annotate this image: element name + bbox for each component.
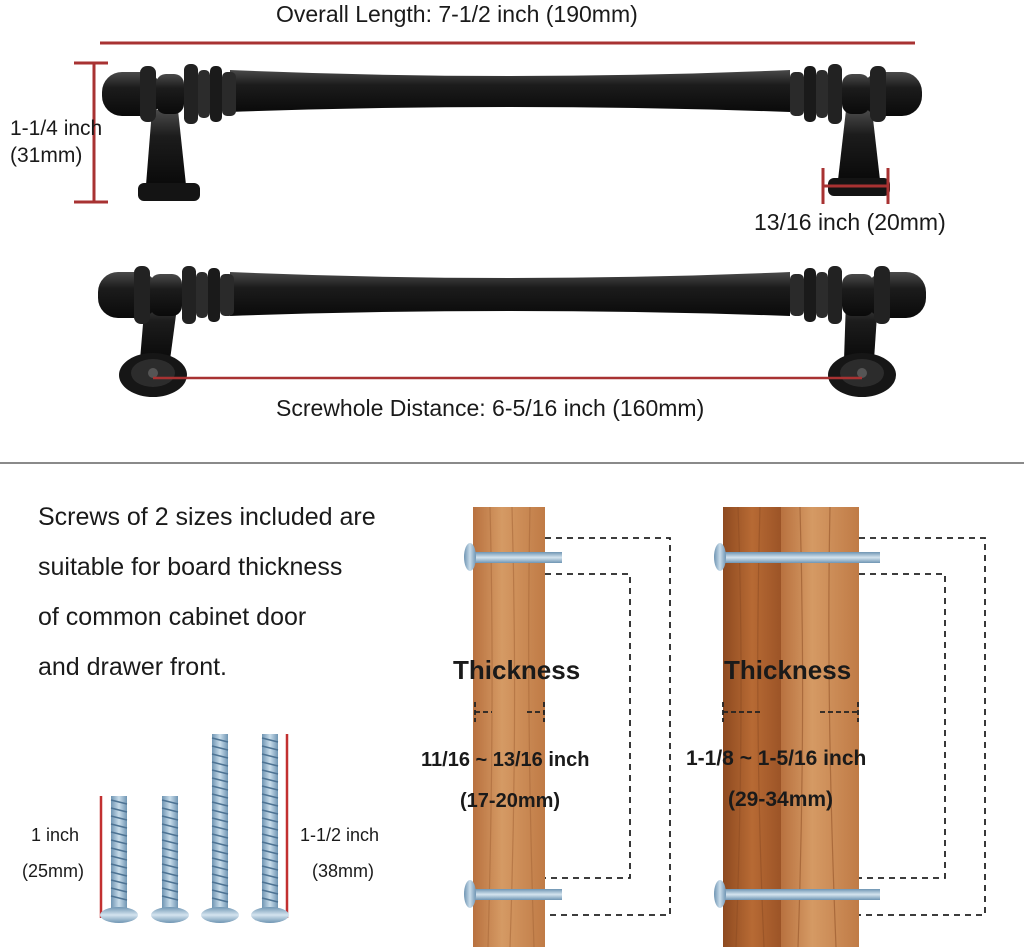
thick-board — [714, 506, 986, 948]
description-line3: of common cabinet door — [38, 603, 307, 631]
base-width-line — [821, 168, 890, 204]
height-label-line1: 1-1/4 inch — [10, 117, 103, 140]
short-screw-length-line2: (25mm) — [22, 861, 84, 881]
long-screw-length-line1: 1-1/2 inch — [300, 825, 380, 845]
screwhole-distance-label: Screwhole Distance: 6-5/16 inch (160mm) — [276, 395, 705, 421]
height-dimension-line — [74, 61, 108, 204]
height-label-line2: (31mm) — [10, 144, 83, 167]
short-screw-length-line1: 1 inch — [31, 825, 80, 845]
thick-board-range: 1-1/8 ~ 1-5/16 inch — [686, 747, 867, 770]
short-screw-1 — [100, 796, 138, 923]
screw-set — [99, 734, 289, 923]
short-screw-2 — [151, 796, 189, 923]
description-line4: and drawer front. — [38, 653, 227, 681]
description-line1: Screws of 2 sizes included are — [38, 503, 376, 531]
thin-board-thickness-label: Thickness — [453, 655, 581, 685]
long-screw-1 — [201, 734, 239, 923]
thin-board-metric: (17-20mm) — [460, 790, 561, 812]
base-width-label: 13/16 inch (20mm) — [754, 209, 946, 235]
description-line2: suitable for board thickness — [38, 553, 343, 581]
thin-board-range: 11/16 ~ 13/16 inch — [421, 749, 590, 771]
thin-board — [464, 506, 671, 948]
thick-board-metric: (29-34mm) — [728, 788, 834, 811]
overall-length-label: Overall Length: 7-1/2 inch (190mm) — [276, 1, 638, 27]
handle-front-view — [102, 64, 922, 201]
thick-board-thickness-label: Thickness — [724, 655, 852, 685]
long-screw-length-line2: (38mm) — [312, 861, 374, 881]
handle-bottom-view — [98, 266, 926, 397]
long-screw-2 — [251, 734, 289, 923]
